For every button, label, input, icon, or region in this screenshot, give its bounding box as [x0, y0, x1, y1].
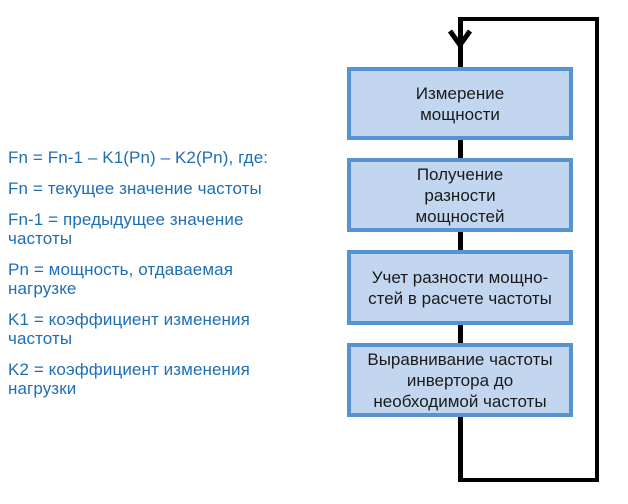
- connector-step3-step4: [458, 323, 463, 345]
- loop-right-line: [595, 17, 599, 482]
- formula-text: Fn = Fn-1 – K1(Pn) – K2(Pn), где:: [8, 148, 269, 167]
- legend-definition-fn: Fn = текущее значение частоты: [8, 179, 262, 198]
- flow-step-measure-power: Измерение мощности: [347, 67, 573, 140]
- flow-step-frequency-calculation: Учет разности мощно- стей в расчете част…: [347, 250, 573, 325]
- loop-top-line: [458, 17, 599, 21]
- legend: Fn = Fn-1 – K1(Pn) – K2(Pn), где: Fn = т…: [8, 148, 342, 410]
- connector-step2-step3: [458, 230, 463, 252]
- loop-bottom-line: [460, 478, 599, 482]
- arrow-down-icon: [447, 29, 473, 49]
- legend-definition-k2: K2 = коэффициент изменения нагрузки: [8, 360, 250, 398]
- connector-step1-step2: [458, 138, 463, 160]
- legend-definition-pn: Pn = мощность, отдаваемая нагрузке: [8, 260, 234, 298]
- flow-step-frequency-alignment: Выравнивание частоты инвертора до необхо…: [347, 343, 573, 417]
- connector-step4-loop: [458, 415, 463, 482]
- flow-step-power-difference: Получение разности мощностей: [347, 158, 573, 232]
- legend-definition-k1: K1 = коэффициент изменения частоты: [8, 310, 250, 348]
- legend-definition-fn1: Fn-1 = предыдущее значение частоты: [8, 210, 244, 248]
